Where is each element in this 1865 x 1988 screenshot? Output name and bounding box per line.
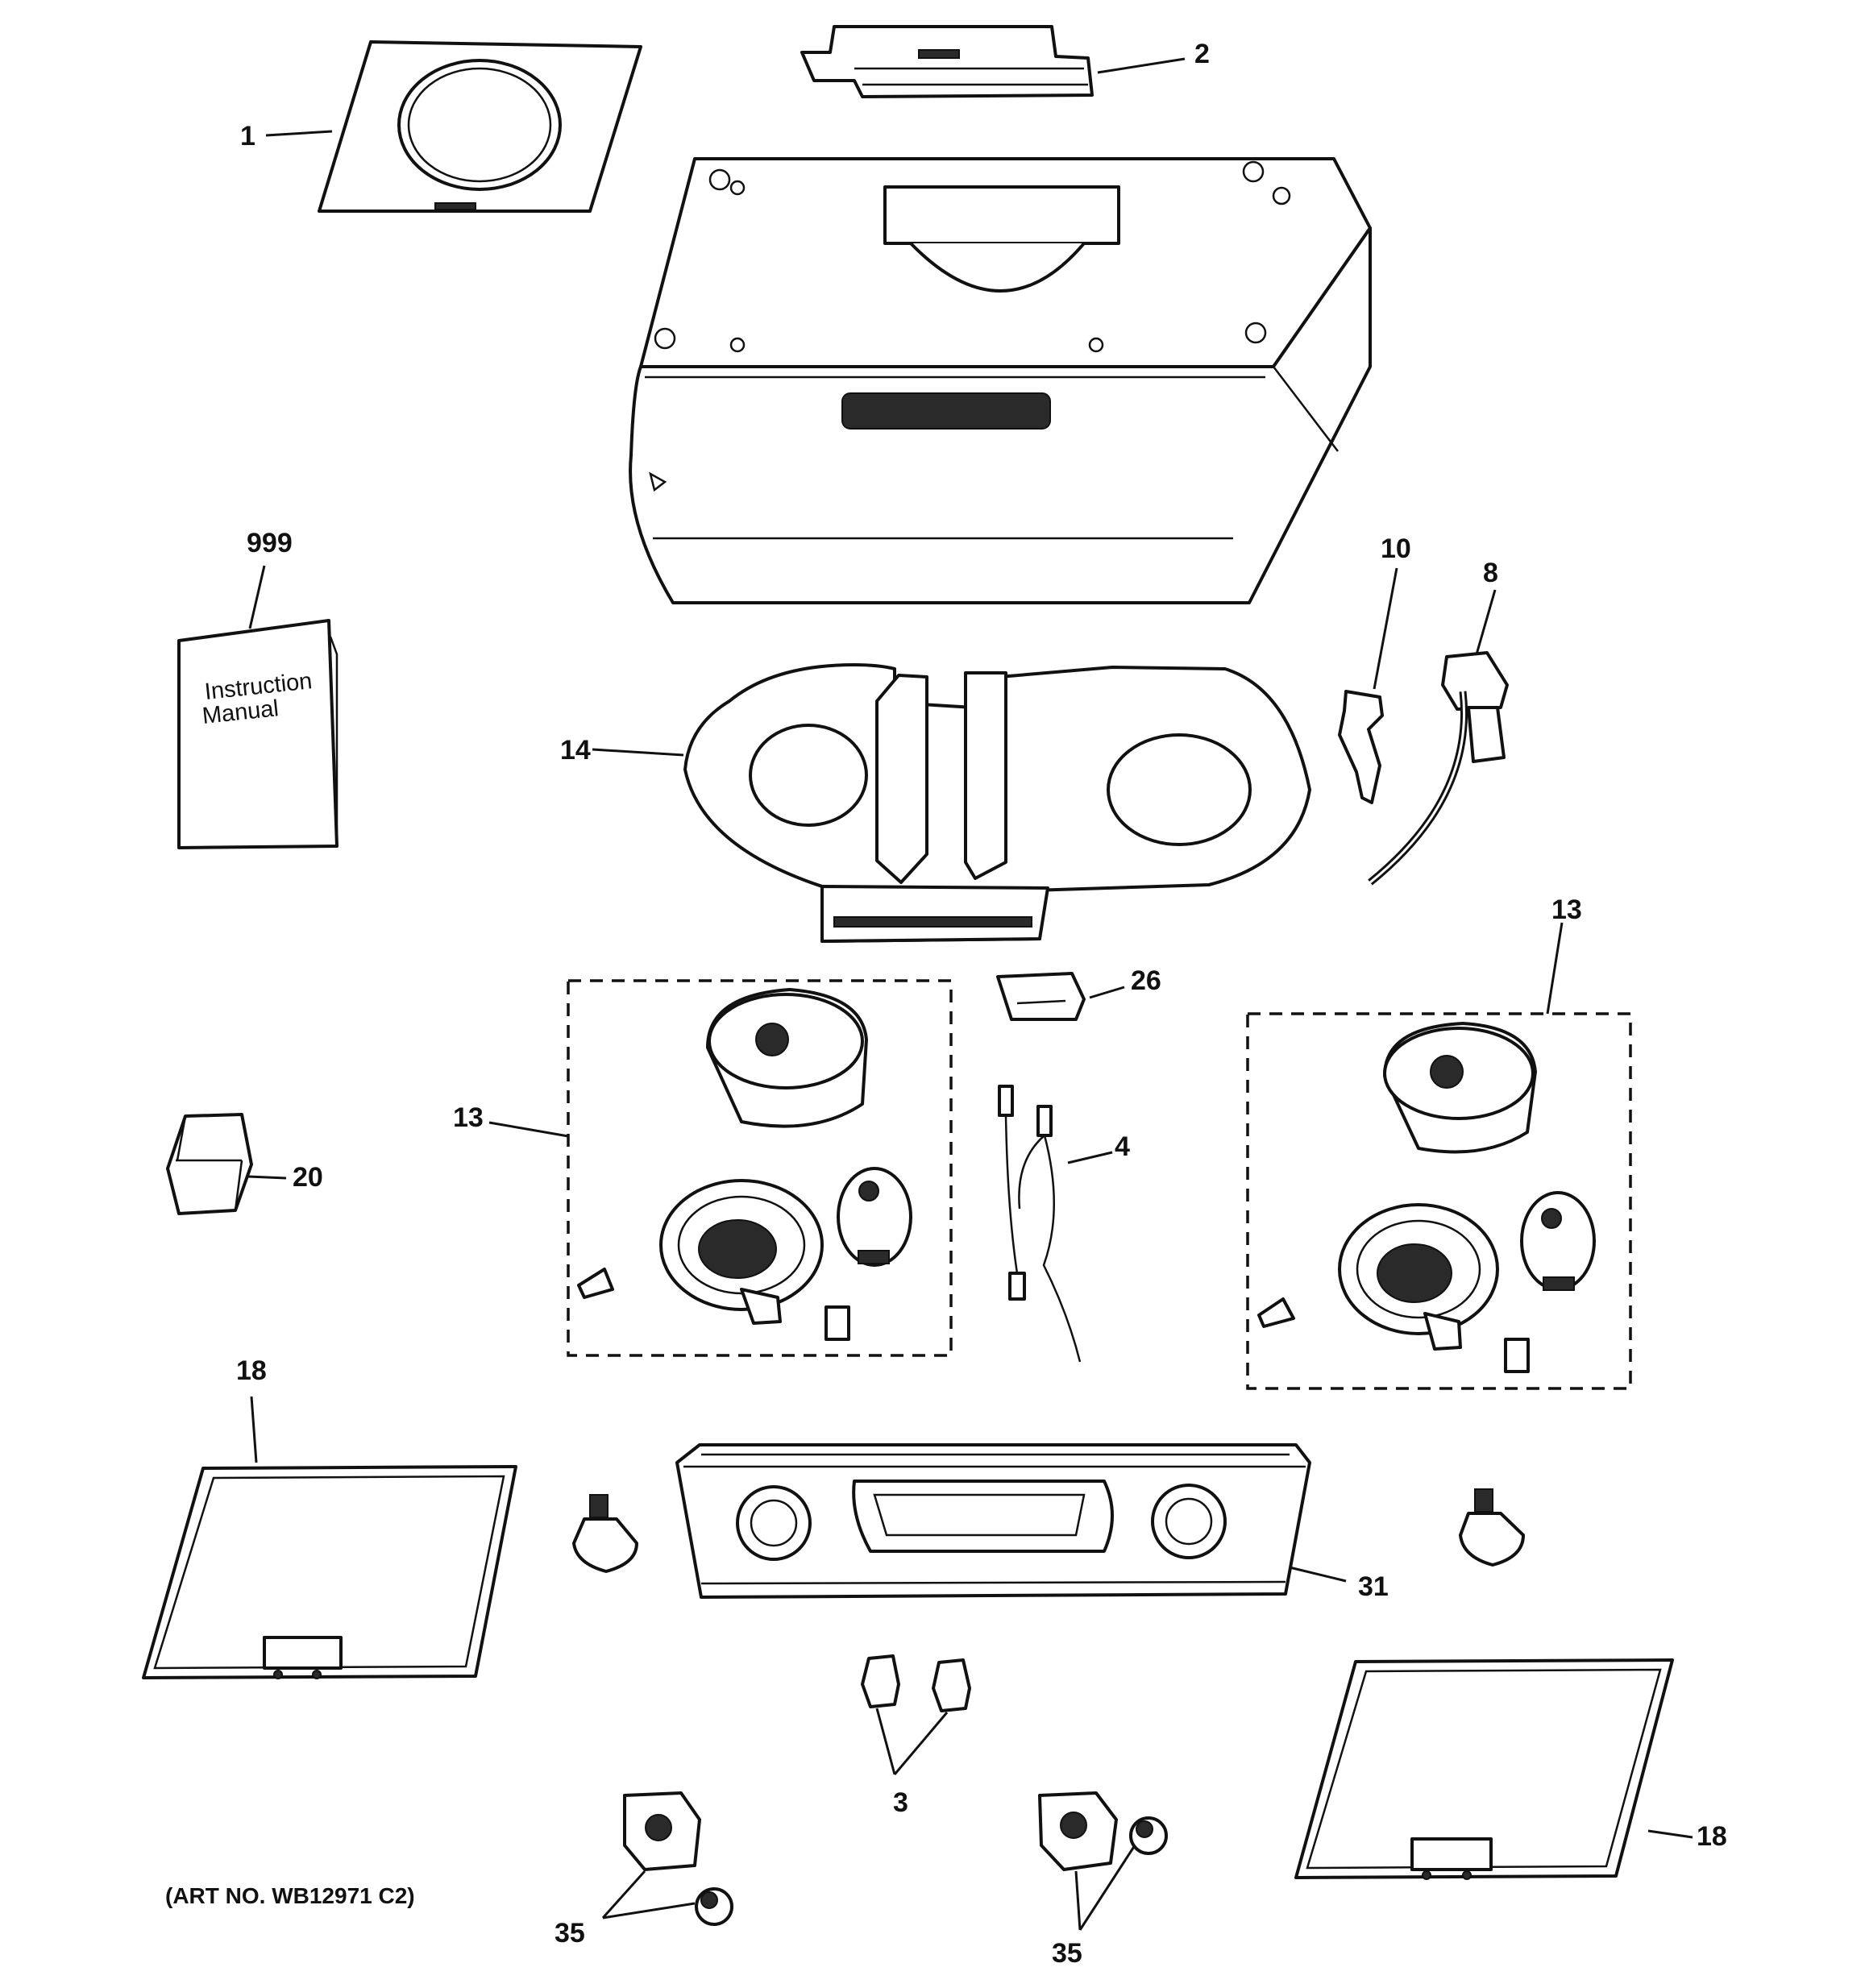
leader-20 bbox=[247, 1175, 287, 1180]
part-26-terminal-bracket bbox=[996, 972, 1086, 1021]
motor-left bbox=[837, 1167, 912, 1267]
knob-right bbox=[1459, 1488, 1525, 1567]
bracket-left bbox=[577, 1268, 614, 1299]
leader-35-left-a bbox=[601, 1870, 646, 1920]
part-35-light-socket-left bbox=[623, 1791, 733, 1926]
switch-right bbox=[1504, 1338, 1530, 1373]
callout-2: 2 bbox=[1194, 39, 1210, 69]
motor-mount-left bbox=[659, 1179, 824, 1325]
leader-3b bbox=[893, 1712, 949, 1775]
part-1-duct-plate bbox=[318, 40, 642, 213]
callout-35-left: 35 bbox=[555, 1918, 585, 1949]
motor-mount-right bbox=[1338, 1203, 1499, 1351]
leader-2 bbox=[1097, 57, 1186, 74]
leader-4 bbox=[1067, 1151, 1113, 1164]
leader-13-left bbox=[488, 1121, 569, 1138]
leader-35-right-b bbox=[1078, 1845, 1136, 1931]
leader-35-left-b bbox=[602, 1902, 696, 1920]
callout-26: 26 bbox=[1131, 965, 1161, 996]
part-999-instruction-manual: Instruction Manual bbox=[177, 619, 339, 849]
part-13-blower-kit-left bbox=[567, 979, 953, 1357]
leader-31 bbox=[1289, 1566, 1347, 1583]
blower-wheel-left bbox=[706, 988, 868, 1128]
blower-wheel-right bbox=[1383, 1022, 1537, 1154]
callout-1: 1 bbox=[240, 121, 255, 151]
part-13-blower-kit-right bbox=[1246, 1012, 1632, 1390]
knob-left bbox=[572, 1494, 638, 1573]
callout-999: 999 bbox=[247, 528, 293, 558]
part-2-damper bbox=[800, 25, 1094, 98]
callout-20: 20 bbox=[293, 1162, 323, 1193]
part-3-push-buttons bbox=[861, 1654, 971, 1712]
leader-10 bbox=[1373, 567, 1398, 690]
callout-14: 14 bbox=[560, 735, 591, 766]
callout-35-right: 35 bbox=[1052, 1938, 1082, 1969]
callout-3: 3 bbox=[893, 1787, 908, 1818]
leader-8 bbox=[1475, 589, 1497, 655]
part-18-grease-filter-top bbox=[142, 1465, 517, 1679]
leader-1 bbox=[265, 130, 333, 137]
leader-999 bbox=[248, 565, 266, 629]
part-35-light-socket-right bbox=[1038, 1791, 1168, 1871]
callout-13-right: 13 bbox=[1551, 894, 1582, 925]
part-18-grease-filter-bottom bbox=[1294, 1658, 1674, 1880]
callout-18-bottom: 18 bbox=[1697, 1821, 1727, 1852]
switch-left bbox=[825, 1305, 850, 1341]
callout-8: 8 bbox=[1483, 558, 1498, 588]
callout-18-top: 18 bbox=[236, 1355, 267, 1386]
leader-35-right-a bbox=[1074, 1870, 1082, 1931]
leader-14 bbox=[592, 748, 684, 757]
callout-13-left: 13 bbox=[453, 1102, 484, 1133]
part-31-control-panel bbox=[572, 1443, 1525, 1599]
leader-3a bbox=[875, 1708, 896, 1775]
bracket-right bbox=[1257, 1297, 1295, 1328]
leader-26 bbox=[1089, 986, 1125, 999]
leader-18-top bbox=[250, 1396, 258, 1463]
part-14-blower-housing bbox=[683, 663, 1311, 943]
vent-slots bbox=[841, 392, 1051, 430]
leader-13-right bbox=[1546, 922, 1564, 1015]
callout-4: 4 bbox=[1115, 1131, 1130, 1162]
leader-18-bottom bbox=[1647, 1829, 1693, 1839]
art-number: (ART NO. WB12971 C2) bbox=[165, 1883, 415, 1908]
callout-31: 31 bbox=[1358, 1571, 1389, 1602]
motor-right bbox=[1520, 1191, 1596, 1291]
hood-body bbox=[629, 157, 1372, 604]
part-4-wire-harness bbox=[998, 1085, 1082, 1363]
part-20-small-box bbox=[166, 1113, 253, 1215]
part-10-bracket bbox=[1338, 690, 1384, 804]
callout-10: 10 bbox=[1381, 533, 1411, 564]
part-8-light-socket bbox=[1368, 651, 1509, 886]
